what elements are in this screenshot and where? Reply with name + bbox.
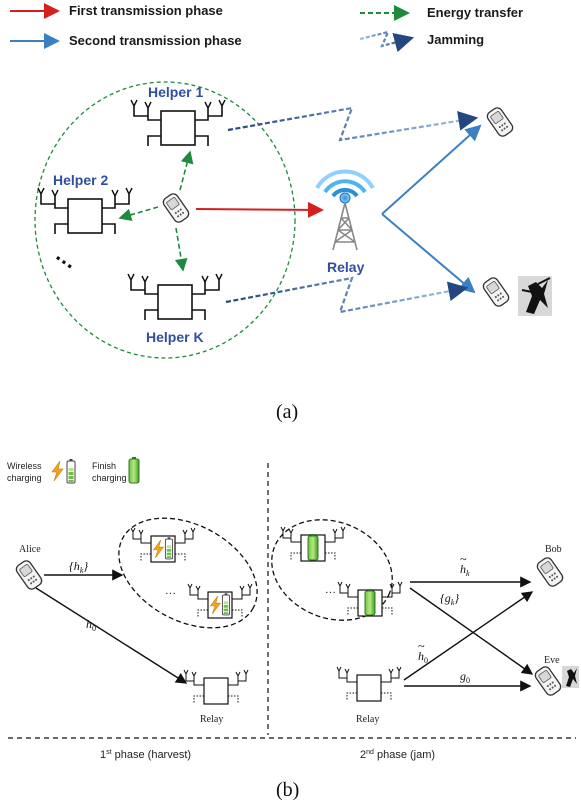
finish-charging-label-2: charging <box>92 473 127 483</box>
legend-energy-transfer-label: Energy transfer <box>427 5 523 20</box>
legend-second-phase-label: Second transmission phase <box>69 33 242 48</box>
right-helpers-ellipsis: … <box>325 584 336 596</box>
finish-charging-label: Finish <box>92 461 116 471</box>
charging-battery-icon <box>66 458 76 484</box>
relay-label: Relay <box>327 259 365 275</box>
legend-first-phase-label: First transmission phase <box>69 3 223 18</box>
legend: First transmission phase Second transmis… <box>10 3 523 53</box>
legend-jamming-arrow <box>359 30 415 53</box>
helper-2-label: Helper 2 <box>53 172 108 188</box>
left-relay-label: Relay <box>200 714 223 725</box>
left-helper-node-1 <box>130 527 196 563</box>
helper-1-node <box>130 99 226 147</box>
helpers-to-eve-arrow <box>409 587 534 675</box>
energy-transfer-to-helper-1 <box>179 150 194 191</box>
energy-transfer-to-helper-2 <box>118 206 159 222</box>
bob-label: Bob <box>545 544 562 555</box>
bob-phone-icon <box>534 555 566 589</box>
channel-h0-tilde-label: h0 <box>418 649 428 665</box>
source-phone-icon <box>160 191 192 225</box>
right-relay-node <box>336 666 402 702</box>
channel-h0-tilde-mark: ~ <box>418 639 425 653</box>
left-helper-node-2 <box>187 583 253 619</box>
channel-g0-label: g0 <box>460 669 470 685</box>
diagram-a: Helper 1 Helper 2 Helper K … Relay <box>34 81 552 423</box>
alice-phone-icon <box>13 558 45 592</box>
right-helper-1-battery-icon <box>307 533 319 561</box>
helper-k-node <box>127 273 223 321</box>
energy-transfer-to-helper-k <box>174 227 188 272</box>
left-relay-node <box>183 669 249 705</box>
eve-spy-icon <box>562 666 579 688</box>
eavesdropper-phone-icon <box>480 275 512 309</box>
diagram-b: Wireless charging Finish charging Alice … <box>7 456 579 801</box>
helper-k-label: Helper K <box>146 329 204 345</box>
wireless-charging-label-2: charging <box>7 473 42 483</box>
channel-hk-tilde-label: hk <box>460 562 470 578</box>
jamming-signal-helper-k <box>225 276 469 314</box>
left-helpers-ellipsis: … <box>165 585 176 597</box>
right-helper-2-battery-icon <box>364 588 376 616</box>
channel-gk-label: {gk} <box>440 591 459 607</box>
legend-jamming-label: Jamming <box>427 32 484 47</box>
eve-phone-icon <box>532 664 564 698</box>
second-phase-link-to-eve <box>381 213 476 294</box>
relay-tower-icon <box>315 169 375 251</box>
phase-2-label: 2nd phase (jam) <box>360 749 435 761</box>
full-battery-icon <box>128 456 140 484</box>
lightning-bolt-icon <box>51 460 64 482</box>
alice-to-relay-arrow <box>35 587 188 684</box>
phase-1-label: 1st phase (harvest) <box>100 749 191 761</box>
alice-label: Alice <box>19 544 41 555</box>
left-helper-cluster <box>118 517 258 629</box>
helper-cluster-boundary <box>34 81 296 359</box>
right-helper-cluster <box>271 519 393 621</box>
relay-to-bob-arrow <box>403 591 534 681</box>
left-helper-2-battery-icon <box>221 592 231 616</box>
jamming-signal-helper-1 <box>227 106 479 142</box>
second-phase-link-to-bob <box>381 124 482 215</box>
caption-a: (a) <box>276 401 298 423</box>
right-relay-label: Relay <box>356 714 379 725</box>
helper-2-node <box>37 187 133 235</box>
destination-phone-icon <box>484 105 516 139</box>
eavesdropper-spy-icon <box>518 276 552 316</box>
channel-hk-tilde-mark: ~ <box>460 552 467 566</box>
helpers-ellipsis: … <box>51 241 83 274</box>
helper-1-label: Helper 1 <box>148 84 203 100</box>
first-phase-link <box>195 201 324 218</box>
channel-h0-label: h0 <box>86 617 96 633</box>
wireless-charging-label: Wireless <box>7 461 42 471</box>
caption-b: (b) <box>276 779 299 801</box>
channel-hk-label: {hk} <box>69 559 88 575</box>
left-helper-1-battery-icon <box>164 536 174 560</box>
eve-label: Eve <box>544 655 560 666</box>
